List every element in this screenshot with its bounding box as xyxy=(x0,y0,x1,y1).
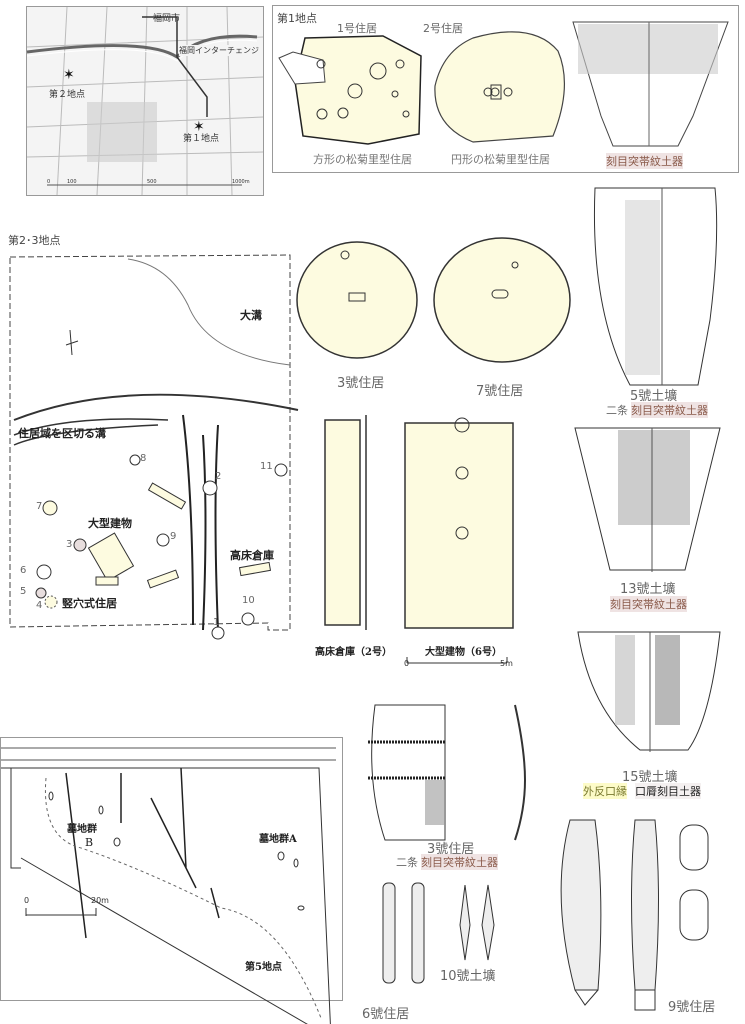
map-scale-tick: 0 xyxy=(47,179,51,185)
site5-drawing xyxy=(1,747,336,1024)
house-plans-3-7 xyxy=(296,237,571,363)
map-scale-tick: 1000m xyxy=(232,179,250,185)
site23-title: 第2･3地点 xyxy=(8,234,61,247)
house3-pot-drawing xyxy=(368,704,527,841)
site2-star-icon: ✶ xyxy=(63,67,75,83)
map-streets: ✶ ✶ xyxy=(26,6,264,196)
building-plans xyxy=(324,415,514,664)
house6-tool-label: 6號住居 xyxy=(362,1007,410,1022)
feature-number: 7 xyxy=(36,501,43,512)
map-site1-label: 第１地点 xyxy=(183,134,220,144)
pit10-tool-label: 10號土壙 xyxy=(440,969,496,984)
site5-title: 第5地点 xyxy=(245,962,282,973)
map-scale-tick: 100 xyxy=(67,179,77,185)
location-map: ✶ ✶ 福岡市 福岡インターチェンジ 第２地点 第１地点 0 100 500 1… xyxy=(26,6,264,196)
large-building-label: 大型建物 xyxy=(88,517,132,530)
house3-plan-label: 3號住居 xyxy=(337,376,385,391)
site1-star-icon: ✶ xyxy=(193,119,205,135)
cemetery-b-letter: B xyxy=(85,836,94,849)
cemetery-a-label: 墓地群A xyxy=(259,834,297,845)
pit5-label: 5號土壙 xyxy=(630,389,678,404)
feature-number: 2 xyxy=(215,471,222,482)
stone-tools-drawing xyxy=(382,819,709,1011)
feature-number: 5 xyxy=(20,586,27,597)
pit15-type-b: 口脣刻目土器 xyxy=(635,783,701,799)
map-scale-tick: 500 xyxy=(147,179,157,185)
site5-scale-end: 20m xyxy=(91,896,109,905)
pottery-caption: 刻目突帯紋土器 xyxy=(606,153,683,169)
site1-drawings xyxy=(278,21,729,147)
site5-panel: 墓地群 B 墓地群A 0 20m 第5地点 xyxy=(0,737,343,1024)
house1-caption: 方形の松菊里型住居 xyxy=(313,153,412,166)
granary-label: 高床倉庫 xyxy=(230,549,274,562)
large-building-caption: 大型建物（6号） xyxy=(425,647,502,658)
house1-label: 1号住居 xyxy=(337,22,377,35)
pit15-type-a: 外反口縁 xyxy=(583,783,627,799)
building-scale-start: 0 xyxy=(404,659,410,668)
feature-number: 4 xyxy=(36,600,43,611)
building-scale-end: 5m xyxy=(500,659,513,668)
feature-number: 1 xyxy=(213,617,220,628)
house2-caption: 円形の松菊里型住居 xyxy=(451,153,550,166)
map-site2-label: 第２地点 xyxy=(49,90,86,100)
granary-caption: 高床倉庫（2号） xyxy=(315,647,392,658)
house3-pot-label: 3號住居 xyxy=(427,842,475,857)
great-ditch-label: 大溝 xyxy=(240,309,262,322)
site23-drawing xyxy=(9,254,299,640)
house9-tool-label: 9號住居 xyxy=(668,1000,716,1015)
pottery-drawings xyxy=(574,187,721,752)
feature-number: 10 xyxy=(242,595,255,606)
feature-number: 9 xyxy=(170,531,177,542)
pit13-type: 刻目突帯紋土器 xyxy=(610,596,687,612)
house3-type-prefix: 二条 xyxy=(396,856,418,869)
site1-title: 第1地点 xyxy=(277,12,317,25)
dividing-ditch-label: 住居域を区切る溝 xyxy=(18,427,106,440)
site5-scale-start: 0 xyxy=(24,896,30,905)
feature-number: 3 xyxy=(66,539,73,550)
cemetery-b-label: 墓地群 xyxy=(67,824,97,835)
pit5-type: 刻目突帯紋土器 xyxy=(631,402,708,418)
pit15-label: 15號土壙 xyxy=(622,770,678,785)
house7-plan-label: 7號住居 xyxy=(476,384,524,399)
house3-type: 刻目突帯紋土器 xyxy=(421,854,498,870)
house2-label: 2号住居 xyxy=(423,22,463,35)
feature-number: 11 xyxy=(260,461,273,472)
pit13-label: 13號土壙 xyxy=(620,582,676,597)
site23-plan: 大溝 住居域を区切る溝 大型建物 高床倉庫 竪穴式住居 1 2 3 4 5 6 … xyxy=(8,245,299,645)
pit5-type-prefix: 二条 xyxy=(606,404,628,417)
feature-number: 8 xyxy=(140,453,147,464)
map-city-label: 福岡市 xyxy=(153,14,181,24)
feature-number: 6 xyxy=(20,565,27,576)
map-interchange-label: 福岡インターチェンジ xyxy=(179,45,259,56)
site1-panel: 第1地点 1号住居 2号住居 方形の松菊里型住居 円形の松菊里型住居 刻目突帯紋… xyxy=(272,5,739,173)
pit-dwelling-label: 竪穴式住居 xyxy=(62,597,117,610)
